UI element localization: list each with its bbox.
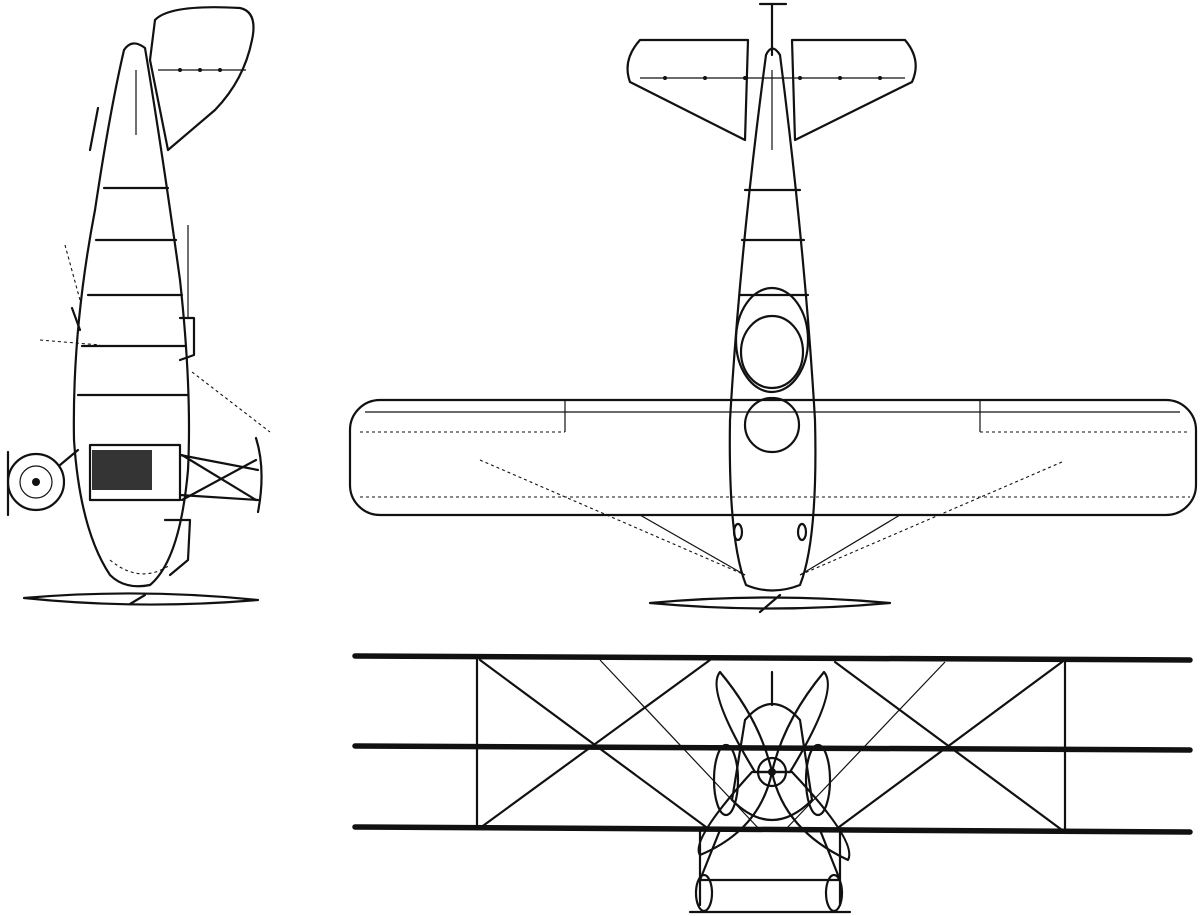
side-tail-fin: [148, 6, 255, 152]
top-front-cockpit: [743, 396, 801, 454]
top-fuselage: [728, 47, 817, 592]
front-upper-wing: [352, 653, 1193, 663]
side-propeller: [22, 592, 260, 606]
top-propeller: [648, 596, 892, 610]
front-right-wheel: [804, 743, 832, 817]
front-propeller: [715, 670, 774, 774]
top-view: [348, 2, 1198, 614]
side-view: [6, 6, 271, 606]
top-upper-wing: [348, 398, 1198, 517]
side-cockpit: [178, 316, 196, 362]
front-left-wheel: [712, 743, 740, 817]
side-landing-gear: [88, 443, 182, 502]
front-middle-wing: [352, 743, 1193, 753]
front-view: [352, 653, 1193, 914]
front-fuselage: [730, 703, 814, 821]
front-propeller-hub: [756, 756, 788, 788]
side-fuselage: [72, 42, 191, 588]
top-tailplane: [626, 38, 750, 142]
top-rear-cockpit: [734, 286, 810, 394]
front-lower-wing: [352, 824, 1193, 835]
